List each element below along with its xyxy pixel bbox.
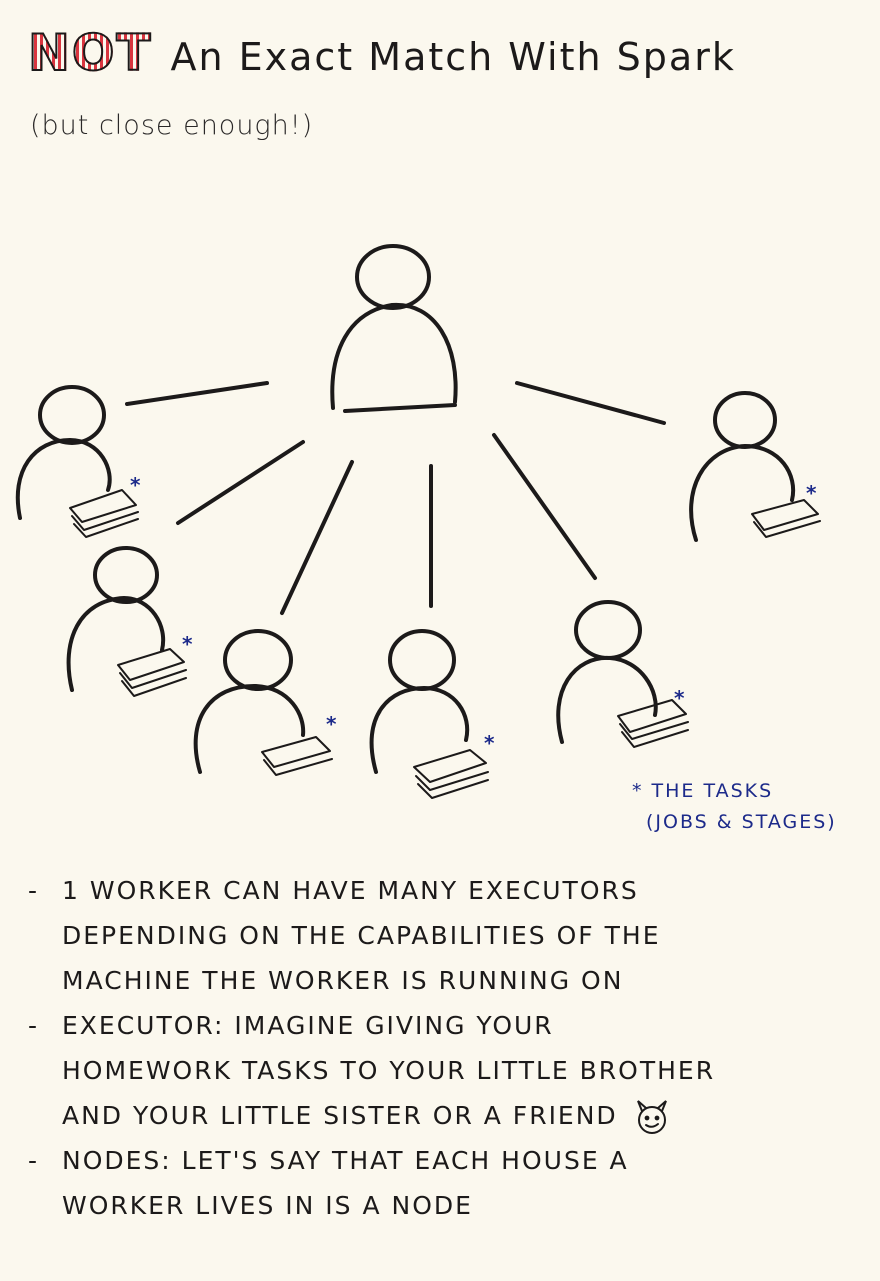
note-item: - 1 WORKER CAN HAVE MANY EXECUTORS DEPEN…: [28, 868, 858, 1003]
note-dash: -: [28, 1146, 40, 1175]
connection-line: [280, 460, 354, 615]
connection-lines: [125, 381, 666, 615]
tasks-legend-line-1: THE TASKS: [651, 780, 774, 802]
paper-stack-icon: [261, 736, 333, 776]
page-title: NOT An Exact Match With Spark: [27, 27, 858, 79]
note-line: MACHINE THE WORKER IS RUNNING ON: [62, 966, 624, 995]
paper-stack-icon: [117, 648, 187, 697]
paper-stack-icon: [413, 749, 489, 799]
devil-smiley-icon: [636, 1100, 667, 1134]
note-line: 1 WORKER CAN HAVE MANY EXECUTORS: [62, 876, 639, 905]
connection-line: [515, 381, 666, 425]
note-item: - NODES: LET'S SAY THAT EACH HOUSE A WOR…: [28, 1138, 858, 1228]
paper-stack-icon: [617, 699, 689, 748]
note-line: EXECUTOR: IMAGINE GIVING YOUR: [62, 1011, 554, 1040]
asterisk-icon: *: [806, 481, 817, 505]
asterisk-icon: *: [182, 632, 193, 656]
paper-stack-icon: [751, 499, 821, 538]
note-item: - EXECUTOR: IMAGINE GIVING YOUR HOMEWORK…: [28, 1003, 858, 1138]
note-line: HOMEWORK TASKS TO YOUR LITTLE BROTHER: [62, 1056, 716, 1085]
executor-person-icon: [369, 629, 470, 774]
connection-line: [125, 381, 269, 406]
asterisk-icon: *: [484, 731, 495, 755]
paper-stack-icon: [69, 489, 139, 538]
executor-person-icon: [556, 600, 658, 744]
tasks-legend-line-2: (JOBS & STAGES): [646, 811, 837, 833]
asterisk-icon: *: [326, 712, 337, 736]
note-dash: -: [28, 1011, 40, 1040]
asterisk-icon: *: [632, 780, 644, 802]
note-line: WORKER LIVES IN IS A NODE: [62, 1191, 473, 1220]
executor-person-icon: [66, 546, 166, 692]
executor-person-icon: [689, 391, 796, 542]
tasks-legend: * THE TASKS (JOBS & STAGES): [632, 776, 837, 838]
asterisk-icon: *: [130, 473, 141, 497]
note-line: AND YOUR LITTLE SISTER OR A FRIEND: [62, 1093, 858, 1138]
asterisk-icon: *: [674, 686, 685, 710]
notes-list: - 1 WORKER CAN HAVE MANY EXECUTORS DEPEN…: [28, 868, 858, 1228]
driver-person-icon: [330, 244, 458, 413]
title-rest: An Exact Match With Spark: [170, 35, 736, 79]
executor-person-icon: [193, 629, 306, 774]
note-dash: -: [28, 876, 40, 905]
note-line-text: AND YOUR LITTLE SISTER OR A FRIEND: [62, 1101, 618, 1130]
note-line: DEPENDING ON THE CAPABILITIES OF THE: [62, 921, 661, 950]
connection-line: [492, 433, 597, 580]
note-line: NODES: LET'S SAY THAT EACH HOUSE A: [62, 1146, 629, 1175]
executor-person-icon: [15, 385, 112, 520]
page-subtitle: (but close enough!): [30, 110, 314, 141]
connection-line: [176, 440, 305, 525]
title-emphasis: NOT: [27, 24, 153, 82]
